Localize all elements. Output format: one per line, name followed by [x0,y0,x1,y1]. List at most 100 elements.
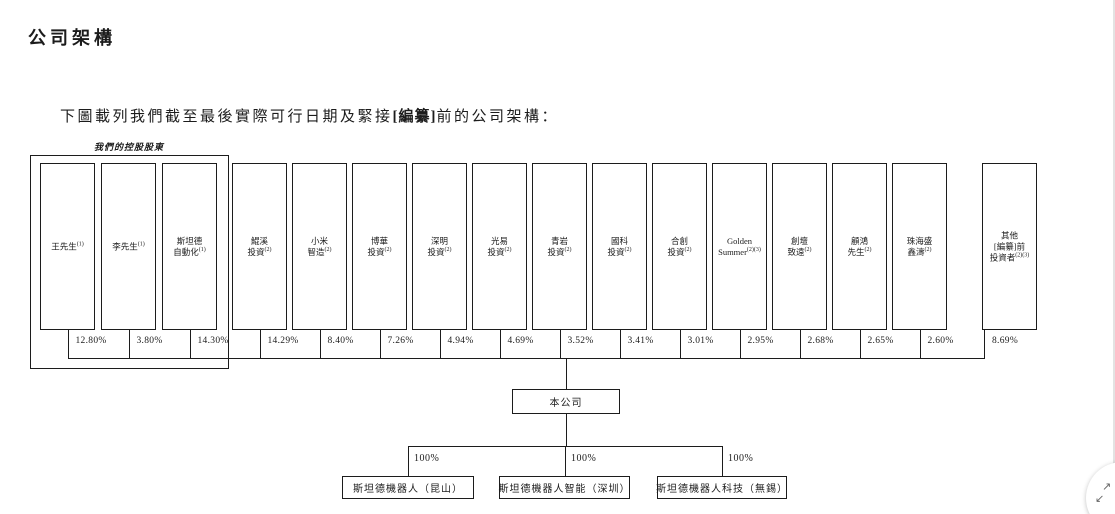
ownership-percentage: 2.68% [807,336,834,346]
company-box: 本公司 [512,389,620,414]
ownership-connector-line [619,330,621,358]
shareholder-box: 顧鴻先生(2) [832,163,887,330]
ownership-connector-line [67,330,69,358]
ownership-percentage: 2.65% [867,336,894,346]
footnote-marker: (2) [324,246,332,253]
footnote-marker: (2) [504,246,512,253]
ownership-connector-line [739,330,741,358]
ownership-connector-line [319,330,321,358]
subsidiary-percentage: 100% [728,453,754,464]
shareholder-name: 王先生(1) [51,241,84,251]
ownership-percentage: 12.80% [75,336,107,346]
footnote-marker: (2) [444,246,452,253]
shareholder-box: 王先生(1) [40,163,95,330]
shareholder-box: 光易投資(2) [472,163,527,330]
shareholder-name: 小米智造(2) [307,235,332,257]
shareholder-box: 合創投資(2) [652,163,707,330]
ownership-percentage: 3.80% [136,336,163,346]
ownership-connector-line [679,330,681,358]
subsidiary-connector-line [408,446,409,476]
footnote-marker: (1) [198,246,206,253]
shareholders-bus-line [67,358,985,359]
footnote-marker: (2) [384,246,392,253]
ownership-connector-line [128,330,130,358]
footnote-marker: (2) [564,246,572,253]
shareholder-name: 李先生(1) [112,241,145,251]
ownership-percentage: 7.26% [387,336,414,346]
ownership-percentage: 14.29% [267,336,299,346]
footnote-marker: (1) [137,241,145,248]
company-down-line [566,414,567,446]
footnote-marker: (2) [864,246,872,253]
shareholder-box: 李先生(1) [101,163,156,330]
shareholder-box: 國科投資(2) [592,163,647,330]
shareholder-box: 深明投資(2) [412,163,467,330]
subsidiary-percentage: 100% [571,453,597,464]
ownership-percentage: 2.60% [927,336,954,346]
shareholder-name: 斯坦德自動化(1) [173,235,206,257]
footnote-marker: (2) [804,246,812,253]
footnote-marker: (2) [924,246,932,253]
footnote-marker: (2)(3) [746,246,761,253]
subsidiary-box: 斯坦德機器人智能（深圳） [499,476,630,499]
shareholder-box: 青岩投資(2) [532,163,587,330]
shareholder-name: 光易投資(2) [487,235,512,257]
footnote-marker: (2) [684,246,692,253]
ownership-connector-line [919,330,921,358]
ownership-percentage: 8.40% [327,336,354,346]
ownership-connector-line [499,330,501,358]
shareholder-name: 合創投資(2) [667,235,692,257]
footnote-marker: (1) [76,241,84,248]
ownership-percentage: 4.69% [507,336,534,346]
shareholder-name: 國科投資(2) [607,235,632,257]
footnote-marker: (2)(3) [1015,252,1030,259]
subsidiary-box: 斯坦德機器人科技（無錫） [656,476,787,499]
ownership-percentage: 3.41% [627,336,654,346]
ownership-percentage: 4.94% [447,336,474,346]
expand-arrow-sw-icon: ↙ [1095,492,1105,505]
shareholder-name: 珠海盛鑫濤(2) [906,235,933,257]
ownership-connector-line [859,330,861,358]
subsidiary-box: 斯坦德機器人（昆山） [342,476,474,499]
ownership-connector-line [559,330,561,358]
shareholder-name: 青岩投資(2) [547,235,572,257]
ownership-percentage: 2.95% [747,336,774,346]
intro-sentence-pre: 下圖載列我們截至最後實際可行日期及緊接 [60,109,393,125]
page-edge-divider [1113,0,1115,514]
subsidiary-percentage: 100% [414,453,440,464]
ownership-connector-line [799,330,801,358]
expand-arrow-ne-icon: ↗ [1102,480,1112,493]
shareholder-box: 其他[編纂]前投資者(2)(3) [982,163,1037,330]
ownership-connector-line [189,330,191,358]
controlling-shareholders-label: 我們的控股股東 [93,142,165,152]
shareholder-name: 博華投資(2) [367,235,392,257]
shareholder-name: 深明投資(2) [427,235,452,257]
ownership-connector-line [984,330,985,358]
company-connector-line [566,358,567,389]
shareholder-box: 珠海盛鑫濤(2) [892,163,947,330]
ownership-percentage: 3.01% [687,336,714,346]
ownership-percentage: 14.30% [197,336,229,346]
footnote-marker: (2) [624,246,632,253]
intro-sentence-post: 前的公司架構： [436,109,560,125]
shareholder-box: 博華投資(2) [352,163,407,330]
expand-button[interactable]: ↗ ↙ [1086,462,1115,514]
shareholder-box: 創壇致遠(2) [772,163,827,330]
footnote-marker: (2) [264,246,272,253]
shareholder-box: 小米智造(2) [292,163,347,330]
redacted-placeholder: [編纂] [392,109,437,125]
shareholder-box: 鯤溪投資(2) [232,163,287,330]
subsidiary-connector-line [722,446,723,476]
shareholder-name: 其他[編纂]前投資者(2)(3) [989,230,1030,262]
intro-sentence: 下圖載列我們截至最後實際可行日期及緊接[編纂]前的公司架構： [60,105,559,126]
ownership-connector-line [439,330,441,358]
shareholder-name: 創壇致遠(2) [787,235,812,257]
shareholder-name: 鯤溪投資(2) [247,235,272,257]
ownership-connector-line [379,330,381,358]
subsidiary-connector-line [565,446,566,476]
ownership-connector-line [259,330,261,358]
ownership-percentage: 8.69% [992,336,1019,346]
